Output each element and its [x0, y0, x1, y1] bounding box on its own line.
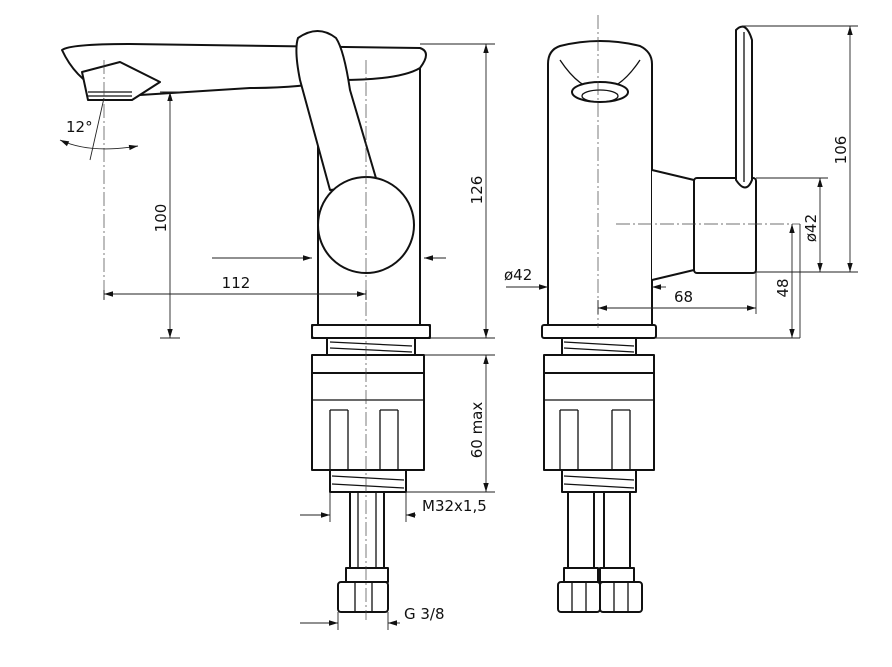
hose-ferrule: [345, 567, 389, 583]
hose-left: [567, 491, 595, 569]
hex-right: [599, 581, 643, 613]
hex-left: [557, 581, 601, 613]
mount-washer: [311, 354, 425, 374]
front-view: 106 ø42 48 ø42 68: [504, 15, 858, 613]
label-handle-height: 106: [832, 136, 850, 165]
aerator: [81, 61, 161, 101]
front-hub: [693, 177, 757, 274]
label-thread-depth: 60 max: [468, 402, 486, 459]
hose-right: [603, 491, 631, 569]
front-base-ring: [541, 324, 657, 339]
label-spout-height: 100: [152, 204, 170, 233]
label-body-diameter: ø42: [504, 266, 532, 284]
thread-upper: [326, 337, 416, 356]
hex-connector: [337, 581, 389, 613]
thread-lower: [329, 469, 407, 493]
label-reach: 112: [222, 274, 251, 292]
front-hub-neck: [651, 169, 695, 281]
front-washer: [543, 354, 655, 374]
supply-hose: [349, 491, 385, 569]
lever: [295, 30, 379, 191]
label-thread: M32x1,5: [422, 497, 487, 515]
ferrule-right: [599, 567, 635, 583]
front-aerator: [571, 81, 629, 103]
label-total-height: 126: [468, 176, 486, 205]
mount-nut: [311, 372, 425, 471]
front-nut: [543, 372, 655, 471]
front-body: [547, 40, 653, 326]
base-ring: [311, 324, 431, 339]
label-connector: G 3/8: [404, 605, 445, 623]
front-thread-upper: [561, 337, 637, 356]
label-lever-offset: 68: [674, 288, 693, 306]
side-view: 12° 100 126 112 60 max M32x1,5 G 3/8: [59, 30, 495, 630]
label-hub-height: 48: [774, 278, 792, 297]
label-hub-diameter: ø42: [802, 214, 820, 242]
front-thread-lower: [561, 469, 637, 493]
ferrule-left: [563, 567, 599, 583]
label-angle: 12°: [66, 118, 93, 136]
